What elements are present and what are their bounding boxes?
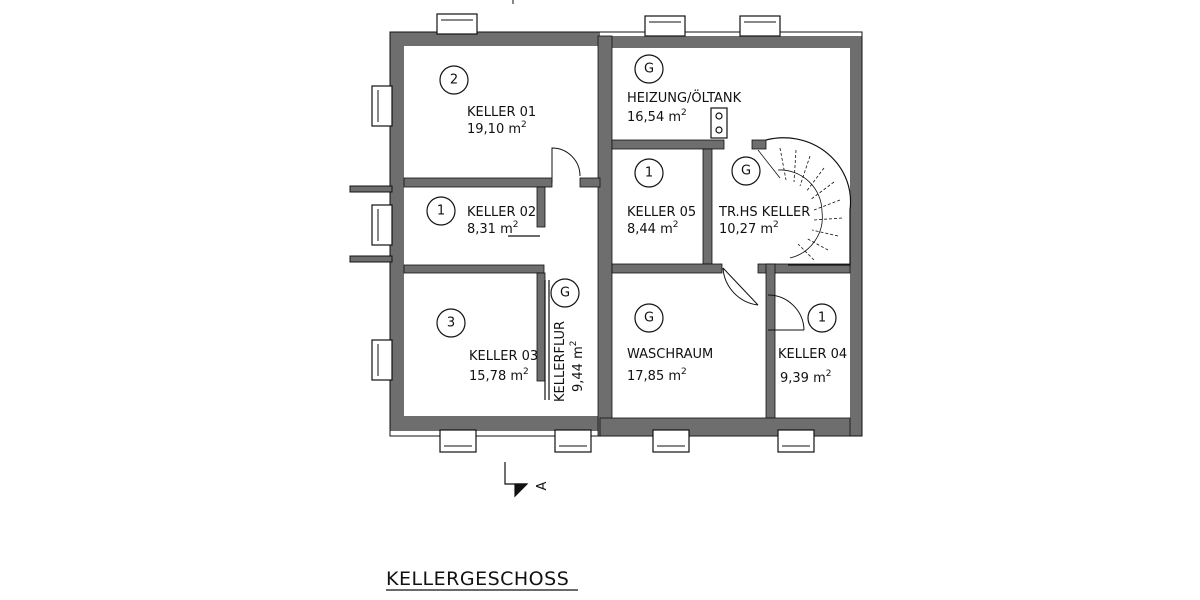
- tag-kellerflur: G: [560, 286, 570, 301]
- section-label: A: [535, 481, 550, 490]
- tag-treppenhaus: G: [741, 164, 751, 179]
- wall-flur-left: [536, 186, 546, 228]
- wall-ledges: [349, 185, 393, 263]
- tag-circle-heizung: [634, 54, 664, 84]
- tag-heizung: G: [644, 62, 654, 77]
- room-name-kellerflur: KELLERFLUR: [553, 321, 568, 402]
- wall-heizung-bottom-right: [751, 139, 767, 150]
- room-labels: KELLER 01 19,10 m2 KELLER 02 8,31 m2 KEL…: [467, 89, 847, 402]
- chimney: [710, 107, 728, 139]
- room-name-heizung: HEIZUNG/ÖLTANK: [627, 89, 742, 106]
- wall-k04-left: [765, 263, 776, 419]
- window-top-2: [644, 15, 686, 37]
- tag-keller-04: 1: [818, 311, 826, 326]
- tag-keller-03: 3: [447, 316, 455, 331]
- tag-circle-treppenhaus: [731, 156, 761, 186]
- room-area-treppenhaus: 10,27 m2: [719, 220, 779, 237]
- room-area-kellerflur: 9,44 m2: [569, 341, 586, 393]
- wall-k05-bottom: [611, 263, 723, 274]
- tag-keller-05: 1: [645, 166, 653, 181]
- tag-circle-keller-01: [439, 65, 469, 95]
- wall-vertical-center: [597, 35, 613, 437]
- wall-trhs-bottom: [757, 263, 851, 274]
- wall-heizung-bottom: [611, 139, 725, 150]
- window-bottom-1: [439, 429, 477, 453]
- room-name-keller-02: KELLER 02: [467, 205, 536, 220]
- tag-circle-keller-05: [634, 158, 664, 188]
- spiral-staircase: [757, 137, 852, 266]
- room-name-keller-01: KELLER 01: [467, 105, 536, 120]
- window-top-1: [436, 13, 478, 35]
- window-top-3: [739, 15, 781, 37]
- tag-circle-keller-04: [807, 303, 837, 333]
- wall-keller01-bottom: [403, 177, 553, 188]
- window-bottom-3: [652, 429, 690, 453]
- doors: [551, 147, 805, 331]
- wall-keller02-bottom: [403, 264, 545, 274]
- room-area-heizung: 16,54 m2: [627, 108, 687, 125]
- section-marker: [504, 462, 529, 498]
- room-area-keller-01: 19,10 m2: [467, 120, 527, 137]
- tag-circle-kellerflur: [550, 278, 580, 308]
- tag-waschraum: G: [644, 311, 654, 326]
- windows: [371, 13, 815, 453]
- window-bottom-2: [554, 429, 592, 453]
- window-left-1: [371, 85, 393, 127]
- room-name-treppenhaus: TR.HS KELLER: [718, 205, 810, 220]
- room-area-keller-05: 8,44 m2: [627, 220, 679, 237]
- room-name-keller-05: KELLER 05: [627, 205, 696, 220]
- tag-keller-01: 2: [450, 73, 458, 88]
- room-area-waschraum: 17,85 m2: [627, 367, 687, 384]
- drawing-title: KELLERGESCHOSS: [386, 568, 569, 590]
- window-left-2: [371, 204, 393, 246]
- tag-circle-keller-02: [426, 196, 456, 226]
- room-area-keller-03: 15,78 m2: [469, 367, 529, 384]
- room-area-keller-02: 8,31 m2: [467, 220, 519, 237]
- window-bottom-4: [777, 429, 815, 453]
- room-name-keller-03: KELLER 03: [469, 349, 538, 364]
- door-swing-trhs: [722, 267, 759, 306]
- tag-keller-02: 1: [437, 204, 445, 219]
- wall-k05-right: [702, 148, 713, 265]
- tag-circle-waschraum: [634, 303, 664, 333]
- window-left-3: [371, 339, 393, 381]
- room-tags: [426, 54, 837, 338]
- wall-keller01-right: [579, 177, 601, 188]
- room-tag-labels: 2 1 3 G G 1 G G 1: [437, 62, 826, 331]
- window-sills: [377, 19, 810, 447]
- room-name-waschraum: WASCHRAUM: [627, 347, 713, 362]
- door-swing-keller01: [551, 147, 581, 183]
- room-name-keller-04: KELLER 04: [778, 347, 847, 362]
- room-area-keller-04: 9,39 m2: [780, 369, 832, 386]
- wall-flur-left-low: [536, 272, 546, 382]
- partitions: [508, 235, 550, 400]
- door-swing-keller04: [767, 294, 805, 331]
- tag-circle-keller-03: [436, 308, 466, 338]
